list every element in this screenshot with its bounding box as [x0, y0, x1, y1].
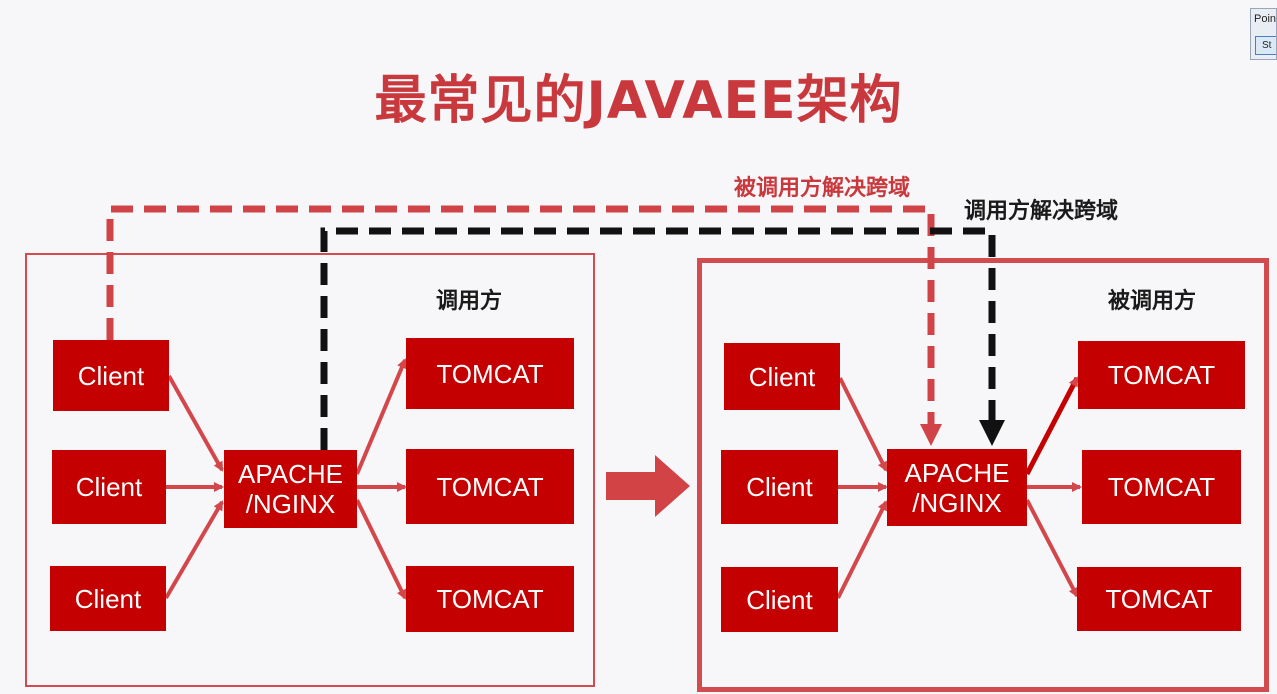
- route-callee-solves-label: 被调用方解决跨域: [734, 176, 911, 201]
- caller-tomcat-node: TOMCAT: [406, 566, 574, 632]
- page-title: 最常见的JAVAEE架构: [374, 71, 903, 131]
- edge-r-proxy-tomcat1: [1024, 376, 1080, 476]
- route-caller-solves-arrowhead: [979, 420, 1005, 446]
- edge-r-client1-proxy: [838, 377, 888, 472]
- edge-client1-proxy: [167, 375, 224, 472]
- mini-dialog-button[interactable]: St: [1255, 36, 1276, 55]
- route-callee-solves: [106, 205, 935, 428]
- edge-r-proxy-tomcat3: [1025, 499, 1079, 598]
- callee-tomcat-node: TOMCAT: [1078, 341, 1245, 409]
- callee-tomcat-node: TOMCAT: [1077, 567, 1241, 631]
- callee-client-node: Client: [724, 343, 840, 410]
- edge-client3-proxy: [164, 500, 224, 600]
- transition-arrow: [606, 455, 690, 517]
- edge-r-client3-proxy: [836, 500, 888, 599]
- caller-tomcat-node: TOMCAT: [406, 449, 574, 524]
- mini-dialog: Poin St: [1250, 8, 1277, 60]
- caller-frame: [25, 253, 595, 687]
- callee-client-node: Client: [721, 567, 838, 632]
- caller-proxy-node: APACHE /NGINX: [224, 450, 357, 528]
- callee-client-node: Client: [721, 450, 838, 524]
- caller-tomcat-node: TOMCAT: [406, 338, 574, 409]
- mini-dialog-title: Poin: [1254, 13, 1277, 25]
- edge-proxy-tomcat1: [355, 358, 407, 475]
- caller-label: 调用方: [436, 289, 503, 314]
- callee-frame: [697, 258, 1269, 692]
- callee-label: 被调用方: [1108, 289, 1197, 314]
- route-callee-solves-arrowhead: [920, 424, 942, 446]
- route-caller-solves-label: 调用方解决跨域: [964, 199, 1119, 224]
- caller-client-node: Client: [52, 450, 166, 524]
- caller-client-node: Client: [53, 340, 169, 411]
- callee-tomcat-node: TOMCAT: [1082, 450, 1241, 524]
- edge-proxy-tomcat3: [355, 499, 407, 600]
- caller-client-node: Client: [50, 566, 166, 631]
- route-caller-solves: [320, 227, 996, 450]
- callee-proxy-node: APACHE /NGINX: [887, 449, 1027, 526]
